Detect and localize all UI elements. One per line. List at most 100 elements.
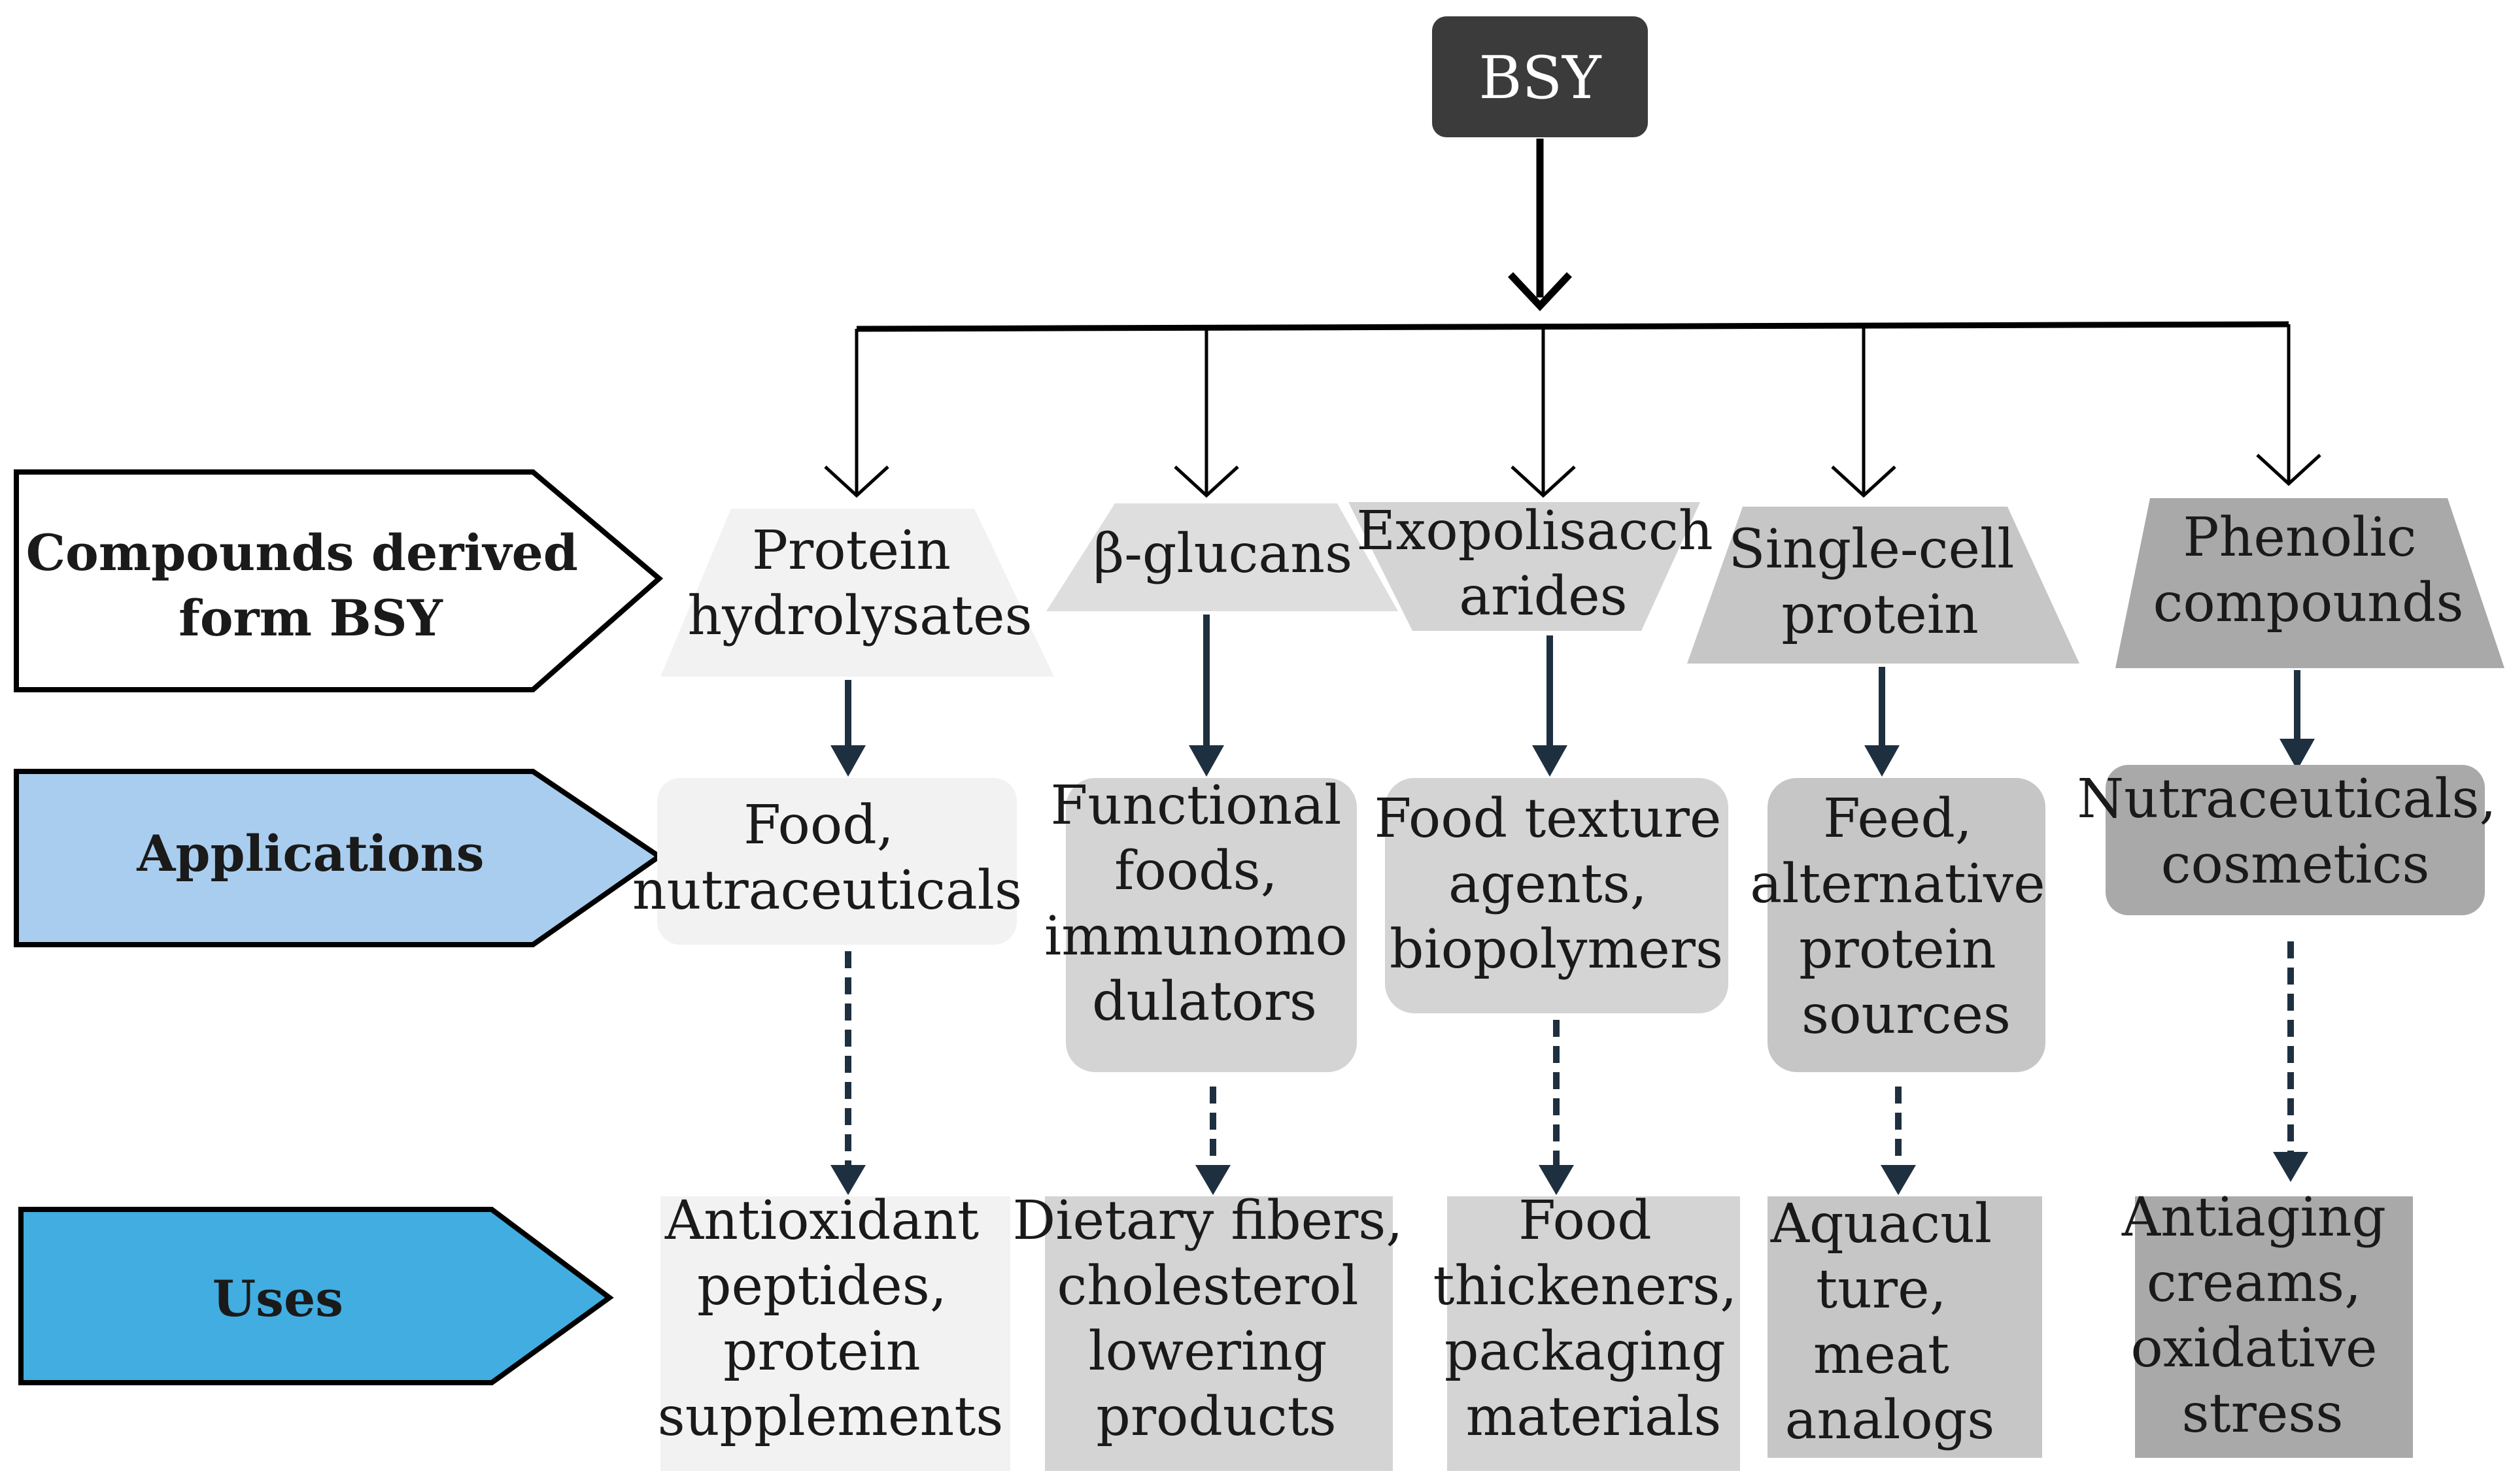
application-3-line-1: Food texture: [1375, 788, 1722, 850]
use-1-line-3: protein: [723, 1321, 921, 1383]
svg-text:Food texture agents,: Food texture agents, biopolymers: [1375, 788, 1739, 981]
branch-arrows: [824, 324, 2321, 498]
use-5: Antiaging creams, oxidative stress: [2121, 1187, 2413, 1458]
application-2-line-2: foods,: [1114, 840, 1278, 902]
svg-text:Dietary fibers, choleste: Dietary fibers, cholesterol lowering pro…: [1012, 1190, 1420, 1448]
row-label-uses: Uses: [18, 1207, 614, 1385]
root-box: [1432, 16, 1648, 137]
compound-5-line-1: Phenolic: [2183, 507, 2416, 569]
use-2-line-1: Dietary fibers,: [1012, 1190, 1403, 1252]
compound-exopolisaccharides: Exopolisacch arides: [1348, 500, 1730, 631]
application-1-line-1: Food,: [743, 794, 894, 856]
application-3-line-3: biopolymers: [1390, 919, 1723, 981]
use-3-line-1: Food: [1518, 1190, 1652, 1252]
svg-text:Food, nutraceuticals: Food, nutraceuticals: [632, 794, 1022, 922]
application-1: Food, nutraceuticals: [632, 778, 1022, 945]
compound-2-line-1: β-glucans: [1093, 523, 1352, 585]
compound-beta-glucans: β-glucans: [1046, 503, 1398, 611]
application-4: Feed, alternative protein sources: [1750, 778, 2062, 1072]
use-3-line-2: thickeners,: [1433, 1255, 1737, 1317]
svg-text:Functional foods,: Functional foods, immunomo dulators: [1044, 775, 1365, 1033]
use-4-line-1: Aquacul: [1770, 1193, 1992, 1255]
row-label-compounds-line-1: Compounds derived: [26, 524, 578, 582]
application-4-line-4: sources: [1802, 984, 2011, 1046]
compound-phenolic-compounds: Phenolic compounds: [2115, 498, 2504, 668]
compound-single-cell-protein: Single-cell protein: [1687, 507, 2079, 664]
branch-bar: [856, 321, 2289, 332]
application-5: Nutraceuticals, cosmetics: [2077, 765, 2511, 915]
use-2-line-3: lowering: [1088, 1321, 1327, 1383]
compound-1-line-1: Protein: [752, 520, 951, 582]
use-5-line-1: Antiaging: [2121, 1187, 2386, 1249]
application-5-line-1: Nutraceuticals,: [2077, 768, 2496, 830]
application-3-line-2: agents,: [1448, 853, 1647, 915]
svg-text:Exopolisacch arides: Exopolisacch arides: [1356, 500, 1730, 628]
arrowhead-a1: [830, 1165, 866, 1195]
use-1-line-4: supplements: [658, 1386, 1004, 1448]
use-1-line-2: peptides,: [697, 1255, 947, 1317]
application-3: Food texture agents, biopolymers: [1375, 778, 1739, 1013]
arrowhead-a2: [1195, 1165, 1231, 1195]
arrowhead-c1: [830, 745, 866, 777]
svg-text:Protein hydrolysates: Protein hydrolysates: [687, 520, 1032, 647]
use-5-line-4: stress: [2182, 1383, 2344, 1445]
arrowhead-a3: [1539, 1165, 1574, 1195]
use-3-line-3: packaging: [1444, 1321, 1726, 1383]
application-2: Functional foods, immunomo dulators: [1044, 775, 1365, 1072]
use-3: Food thickeners, packaging materials: [1433, 1190, 1754, 1471]
compound-1-line-2: hydrolysates: [687, 585, 1032, 647]
svg-text:Antiaging creams,: Antiaging creams, oxidative stress: [2121, 1187, 2403, 1445]
root-node: BSY: [1432, 16, 1648, 137]
svg-text:Compounds derived form B: Compounds derived form BSY: [26, 524, 596, 647]
compound-4-line-2: protein: [1781, 584, 1979, 646]
arrowhead-c3: [1532, 745, 1567, 777]
use-1-line-1: Antioxidant: [664, 1190, 979, 1252]
use-2-line-2: cholesterol: [1057, 1255, 1358, 1317]
root-label: BSY: [1478, 44, 1602, 112]
row-label-applications-text: Applications: [136, 824, 484, 883]
compound-to-application-arrows: [845, 615, 2300, 758]
arrowhead-c4: [1864, 745, 1900, 777]
compound-4-line-1: Single-cell: [1728, 518, 2014, 581]
svg-text:Food thickeners, p: Food thickeners, packaging materials: [1433, 1190, 1754, 1448]
use-2-line-4: products: [1096, 1386, 1336, 1448]
use-3-line-4: materials: [1466, 1386, 1722, 1448]
root-arrow: [1507, 139, 1573, 312]
use-4-line-3: meat: [1813, 1324, 1949, 1386]
use-4-line-4: analogs: [1785, 1389, 1995, 1451]
use-4-line-2: ture,: [1816, 1258, 1947, 1321]
arrowhead-a5: [2273, 1152, 2308, 1182]
application-2-line-4: dulators: [1092, 971, 1317, 1033]
svg-text:Antioxidant peptides,: Antioxidant peptides, protein supplement…: [658, 1190, 1004, 1448]
application-2-line-1: Functional: [1051, 775, 1342, 837]
compound-protein-hydrolysates: Protein hydrolysates: [660, 509, 1054, 677]
row-label-compounds: Compounds derived form BSY: [14, 469, 664, 692]
svg-text:Nutraceuticals, cosmetic: Nutraceuticals, cosmetics: [2077, 768, 2511, 896]
arrowhead-a4: [1881, 1165, 1916, 1195]
use-4: Aquacul ture, meat analogs: [1768, 1193, 2042, 1458]
application-2-line-3: immunomo: [1044, 905, 1348, 968]
row-label-uses-text: Uses: [213, 1270, 343, 1328]
application-5-line-2: cosmetics: [2161, 834, 2430, 896]
compound-3-line-1: Exopolisacch: [1356, 500, 1713, 562]
row-label-compounds-line-2: form BSY: [179, 589, 443, 647]
svg-text:Aquacul ture, meat: Aquacul ture, meat analogs: [1770, 1193, 2009, 1451]
svg-text:Phenolic compounds: Phenolic compounds: [2153, 507, 2463, 634]
application-1-line-2: nutraceuticals: [632, 860, 1022, 922]
application-4-line-2: alternative: [1750, 853, 2045, 915]
row-label-applications: Applications: [14, 769, 664, 947]
use-1: Antioxidant peptides, protein supplement…: [658, 1190, 1010, 1471]
arrowhead-c5: [2280, 739, 2315, 770]
use-2: Dietary fibers, cholesterol lowering pro…: [1012, 1190, 1420, 1471]
svg-text:Single-cell protein: Single-cell protein: [1728, 518, 2031, 646]
svg-text:Feed, alternative: Feed, alternative protein sources: [1750, 788, 2062, 1046]
arrowhead-c2: [1189, 745, 1224, 777]
compound-3-line-2: arides: [1459, 565, 1627, 628]
application-4-line-3: protein: [1799, 919, 1996, 981]
compound-5-line-2: compounds: [2153, 572, 2463, 634]
use-5-line-3: oxidative: [2130, 1317, 2377, 1379]
application-4-line-1: Feed,: [1823, 788, 1972, 850]
use-5-line-2: creams,: [2147, 1252, 2361, 1314]
application-to-use-arrows: [845, 941, 2294, 1177]
